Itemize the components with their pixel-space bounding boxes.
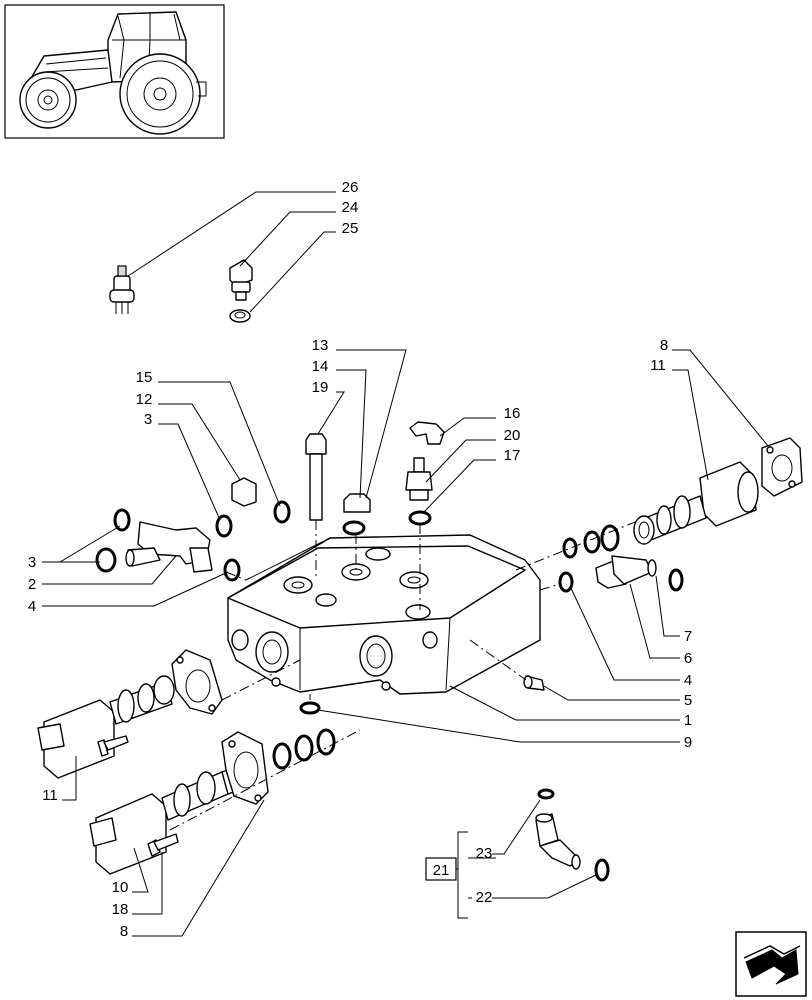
centre-lines [169, 519, 641, 831]
callout-26: 26 [342, 179, 359, 196]
callout-24: 24 [342, 199, 359, 216]
screw-left-upper [97, 735, 129, 757]
elbow-fitting-6 [595, 555, 657, 589]
solenoid-cartridge-11-right [633, 461, 759, 545]
tractor-thumbnail [4, 4, 225, 139]
o-ring-9 [299, 701, 321, 715]
callout-18: 18 [112, 901, 129, 918]
callout-6: 6 [684, 650, 692, 667]
o-ring-17 [408, 510, 432, 526]
callout-14: 14 [312, 358, 329, 375]
valve-body-1 [227, 534, 541, 695]
callout-10: 10 [112, 879, 129, 896]
index-box-21: 21 [425, 831, 468, 919]
washer-25 [229, 309, 251, 323]
screw-18 [147, 833, 179, 857]
callout-3-top: 3 [144, 411, 152, 428]
callout-22: 22 [476, 889, 493, 906]
pressure-switch-26 [109, 265, 135, 314]
plug-12 [231, 477, 257, 507]
bolt-19 [305, 433, 327, 521]
o-ring-23 [537, 788, 555, 800]
callout-4-right: 4 [684, 672, 692, 689]
o-rings-3 [95, 508, 233, 573]
callout-5: 5 [684, 692, 692, 709]
callout-15: 15 [136, 369, 153, 386]
callout-labels: 26 24 25 13 14 19 15 12 3 16 20 17 8 11 … [28, 179, 692, 940]
fitting-20 [405, 457, 433, 501]
elbow-fitting-22 [535, 813, 581, 870]
o-ring-15 [273, 500, 291, 524]
callout-11-bottom: 11 [42, 787, 58, 804]
solenoid-cartridge-10 [89, 763, 251, 875]
callout-19: 19 [312, 379, 329, 396]
callout-8-bottom: 8 [120, 923, 128, 940]
callout-17: 17 [504, 447, 521, 464]
vent-plug-24 [229, 259, 253, 301]
callout-20: 20 [504, 427, 521, 444]
flange-8-upper-left [171, 649, 223, 715]
callout-16: 16 [504, 405, 521, 422]
o-ring-13 [342, 520, 366, 536]
next-page-arrow-icon[interactable] [735, 931, 807, 997]
tee-fitting-2 [125, 521, 213, 573]
callout-7: 7 [684, 628, 692, 645]
spring-clip-16 [409, 421, 445, 445]
callout-4-left: 4 [28, 598, 36, 615]
pin-5 [523, 675, 545, 691]
callout-11-top: 11 [650, 357, 666, 374]
index-label: 21 [433, 862, 450, 879]
leader-lines [42, 191, 769, 937]
callout-9: 9 [684, 734, 692, 751]
callout-8-top: 8 [660, 337, 668, 354]
callout-13: 13 [312, 337, 329, 354]
o-rings-lower [272, 728, 336, 770]
plug-14 [343, 493, 371, 513]
callout-12: 12 [136, 391, 153, 408]
o-ring-22 [594, 858, 610, 882]
callout-25: 25 [342, 220, 359, 237]
callout-23: 23 [476, 845, 493, 862]
solenoid-cartridge-11-left [37, 675, 175, 779]
o-ring-4-left [223, 558, 241, 582]
flange-8-lower [221, 731, 269, 805]
callout-3-left: 3 [28, 554, 36, 571]
callout-2: 2 [28, 576, 36, 593]
flange-gasket-8-right [761, 437, 803, 497]
callout-1: 1 [684, 712, 692, 729]
